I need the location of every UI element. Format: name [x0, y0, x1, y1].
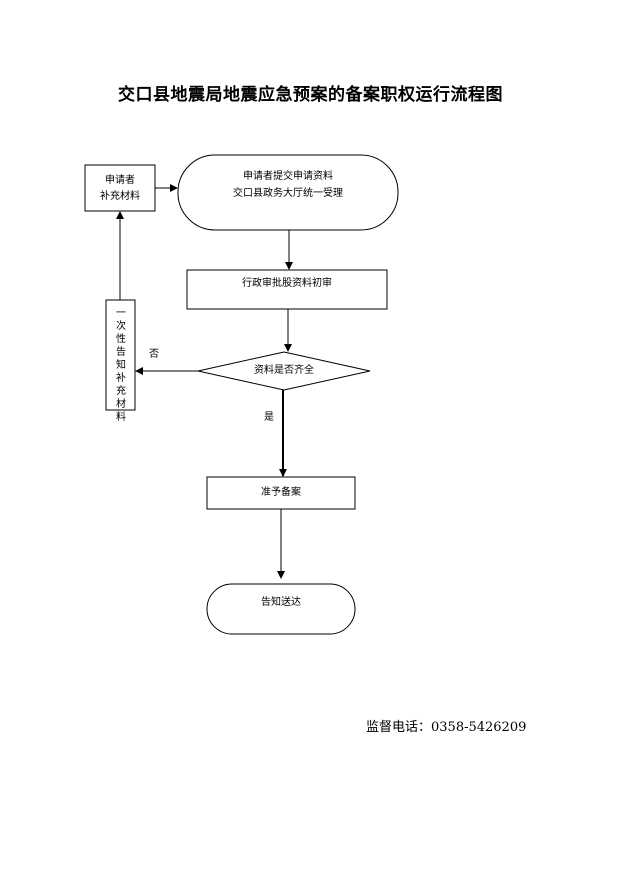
notice-node-shape: [105, 299, 136, 411]
notice-node-label: 一次性告知补充材料: [116, 308, 126, 423]
edge-yes-label: 是: [264, 412, 274, 423]
supplement-node-label: 申请者 补充材料: [85, 174, 155, 204]
review-node-label: 行政审批股资料初审: [242, 278, 332, 289]
supplement-node-shape: [84, 164, 156, 212]
start-node-line1: 申请者提交申请资料: [243, 171, 333, 182]
notify-node-label: 告知送达: [261, 597, 301, 608]
decision-node-shape: [197, 351, 371, 391]
supervision-phone: 监督电话：0358-5426209: [366, 720, 527, 735]
supplement-node-line1: 申请者: [105, 175, 135, 186]
review-node-shape: [186, 269, 388, 310]
start-node-shape: [177, 154, 399, 231]
notify-node-shape: [206, 583, 356, 635]
start-node-label: 申请者提交申请资料 交口县政务大厅统一受理: [178, 170, 398, 201]
page-title: 交口县地震局地震应急预案的备案职权运行流程图: [118, 85, 503, 105]
decision-node-label: 资料是否齐全: [254, 365, 314, 376]
approve-node-shape: [206, 476, 356, 510]
supplement-node-line2: 补充材料: [100, 191, 140, 202]
approve-node-label: 准予备案: [261, 487, 301, 498]
start-node-line2: 交口县政务大厅统一受理: [233, 188, 343, 199]
edge-no-label: 否: [149, 349, 159, 360]
